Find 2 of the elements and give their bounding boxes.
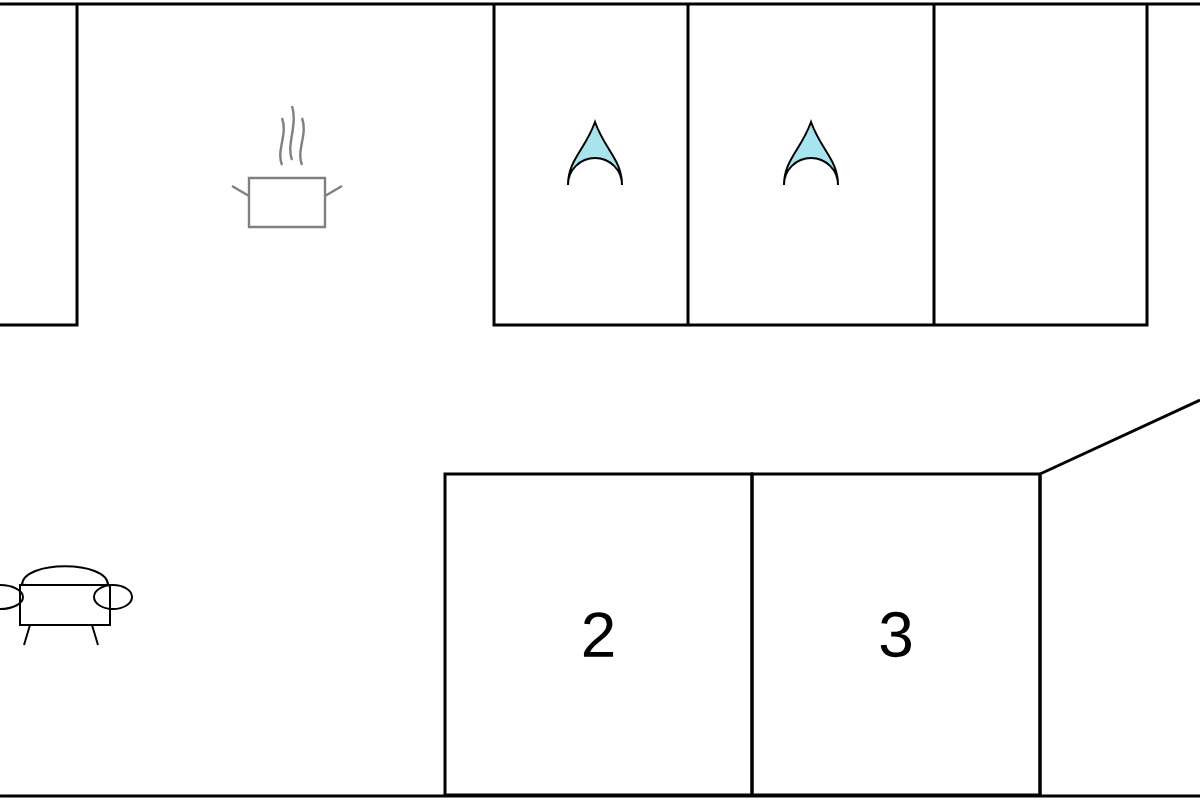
room-box: 3 xyxy=(750,472,1042,797)
room-box: 2 xyxy=(443,472,754,797)
